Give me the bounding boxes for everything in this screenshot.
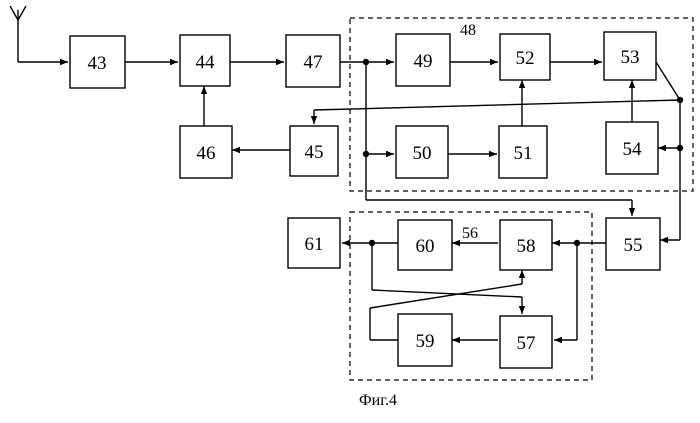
- block-58-label: 58: [517, 236, 536, 257]
- block-58: 58: [500, 220, 552, 270]
- block-43-label: 43: [88, 53, 107, 74]
- block-44-label: 44: [196, 52, 216, 73]
- block-60-label: 60: [416, 236, 435, 257]
- block-44: 44: [180, 35, 230, 86]
- block-57: 57: [500, 316, 552, 368]
- block-57-label: 57: [517, 333, 536, 354]
- block-52: 52: [500, 34, 550, 80]
- block-47-label: 47: [304, 52, 323, 73]
- figure-caption: Фиг.4: [359, 392, 397, 409]
- block-45: 45: [290, 126, 338, 176]
- block-43: 43: [70, 36, 125, 88]
- block-46: 46: [180, 126, 232, 178]
- block-50: 50: [396, 126, 448, 178]
- block-59: 59: [398, 314, 452, 366]
- block-54: 54: [606, 122, 658, 174]
- block-49: 49: [396, 34, 450, 86]
- block-54-label: 54: [623, 139, 643, 160]
- block-52-label: 52: [516, 48, 535, 69]
- block-61-label: 61: [305, 234, 324, 255]
- antenna-icon: [10, 6, 26, 62]
- block-51: 51: [499, 126, 547, 178]
- block-59-label: 59: [416, 331, 435, 352]
- block-61: 61: [288, 218, 340, 268]
- block-53: 53: [604, 32, 656, 80]
- block-45-label: 45: [305, 142, 324, 163]
- group-56-label: 56: [462, 225, 478, 242]
- block-55-label: 55: [624, 235, 643, 256]
- block-55: 55: [606, 218, 660, 270]
- block-60: 60: [398, 220, 452, 270]
- block-46-label: 46: [197, 143, 216, 164]
- group-48-label: 48: [460, 22, 476, 39]
- block-50-label: 50: [413, 143, 432, 164]
- connections: [18, 62, 680, 340]
- block-53-label: 53: [621, 47, 640, 68]
- block-49-label: 49: [414, 51, 433, 72]
- block-47: 47: [286, 35, 340, 87]
- block-51-label: 51: [514, 143, 533, 164]
